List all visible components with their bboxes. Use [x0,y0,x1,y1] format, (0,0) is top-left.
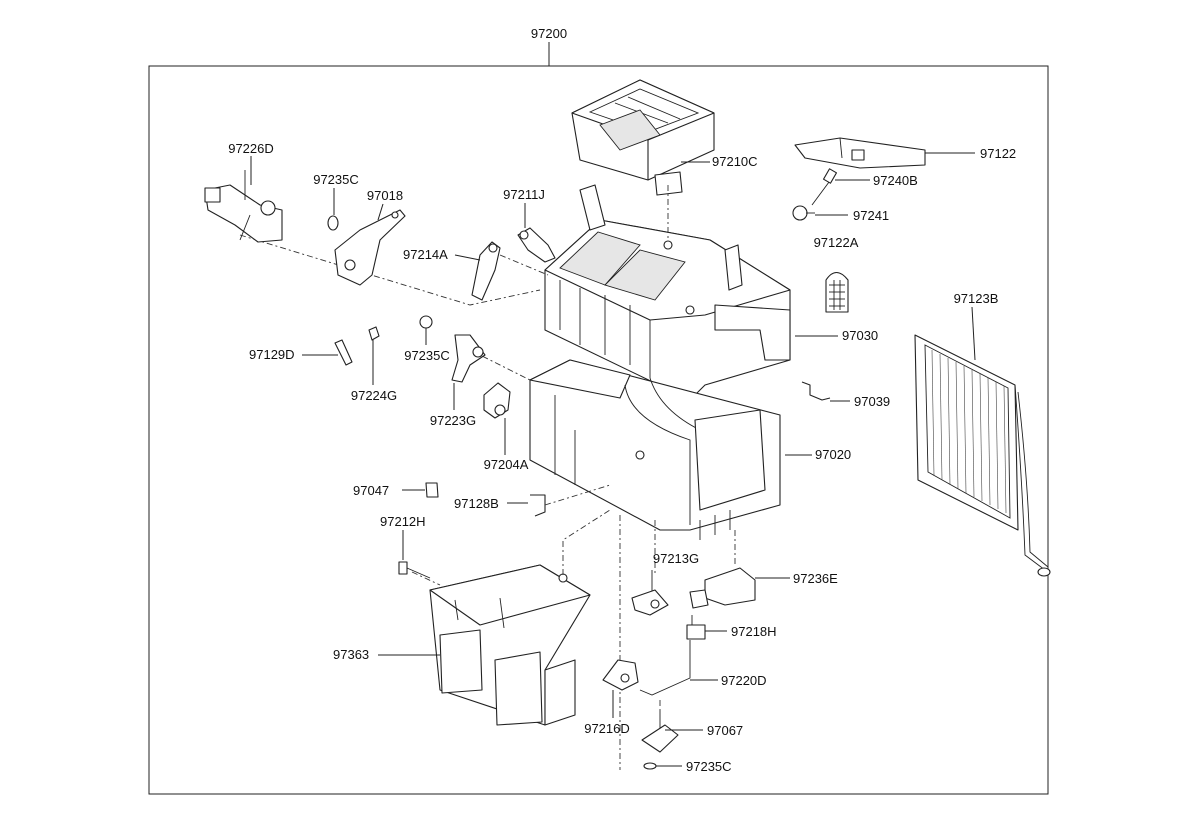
part-97204A-drawing [483,382,511,419]
dash-97223G [469,349,531,381]
label-97224G[interactable]: 97224G [351,388,397,403]
part-97020-drawing [529,359,781,540]
label-97235C-mid[interactable]: 97235C [404,348,450,363]
label-97122[interactable]: 97122 [980,146,1016,161]
label-97220D[interactable]: 97220D [721,673,767,688]
part-97123B-drawing [914,334,1051,577]
part-97128B-drawing [530,494,546,517]
label-97030[interactable]: 97030 [842,328,878,343]
label-97235C-bot[interactable]: 97235C [686,759,732,774]
part-97122A-drawing [825,271,849,313]
part-97216D-drawing [602,659,639,691]
part-97224G-drawing [368,326,380,341]
part-97235C-bot-drawing [643,762,657,770]
part-97235C-mid-drawing [419,315,433,329]
dash-97214A [499,254,549,276]
label-97216D[interactable]: 97216D [584,721,630,736]
dash-97226D [239,234,541,306]
label-97213G[interactable]: 97213G [653,551,699,566]
part-97363-drawing [429,564,591,726]
label-97020[interactable]: 97020 [815,447,851,462]
label-97129D[interactable]: 97129D [249,347,295,362]
part-97220D-drawing [639,640,691,696]
label-97236E[interactable]: 97236E [793,571,838,586]
label-97123B[interactable]: 97123B [954,291,999,306]
label-97235C-top[interactable]: 97235C [313,172,359,187]
part-97235C-top-drawing [327,215,339,231]
label-97128B[interactable]: 97128B [454,496,499,511]
label-97067[interactable]: 97067 [707,723,743,738]
label-97214A[interactable]: 97214A [403,247,448,262]
part-97218H-drawing [686,615,706,640]
label-97363[interactable]: 97363 [333,647,369,662]
part-97047-drawing [425,482,439,498]
part-97211J-drawing [517,227,556,263]
leader-97018 [377,203,384,221]
label-97218H[interactable]: 97218H [731,624,777,639]
label-97122A[interactable]: 97122A [814,235,859,250]
label-97211J[interactable]: 97211J [503,187,545,202]
label-97212H[interactable]: 97212H [380,514,426,529]
part-97240B-drawing [811,168,838,206]
part-97226D-drawing [204,170,283,243]
leader-97123B [971,306,976,361]
dash-97363 [562,509,611,575]
part-97212H-drawing [398,561,431,579]
assembly-frame [148,65,1049,795]
part-97122-drawing [794,137,926,169]
label-97226D[interactable]: 97226D [228,141,274,156]
label-97223G[interactable]: 97223G [430,413,476,428]
label-97039[interactable]: 97039 [854,394,890,409]
part-97223G-drawing [451,334,486,383]
label-97240B[interactable]: 97240B [873,173,918,188]
part-97214A-drawing [471,241,501,301]
part-97018-drawing [334,209,406,286]
part-97210C-drawing [571,79,715,196]
part-97129D-drawing [334,339,353,366]
part-97039-drawing [801,381,831,401]
label-97018[interactable]: 97018 [367,188,403,203]
label-97241[interactable]: 97241 [853,208,889,223]
dash-97128B [544,484,611,506]
label-97210C[interactable]: 97210C [712,154,758,169]
dash-97212H [411,571,441,586]
part-97030-drawing [544,184,791,401]
part-97236E-drawing [689,567,756,609]
assembly-number[interactable]: 97200 [531,26,567,41]
part-97213G-drawing [631,570,669,616]
part-97241-drawing [792,205,815,221]
label-97047[interactable]: 97047 [353,483,389,498]
leader-97214A [454,254,481,261]
part-97067-drawing [641,710,679,753]
label-97204A[interactable]: 97204A [484,457,529,472]
